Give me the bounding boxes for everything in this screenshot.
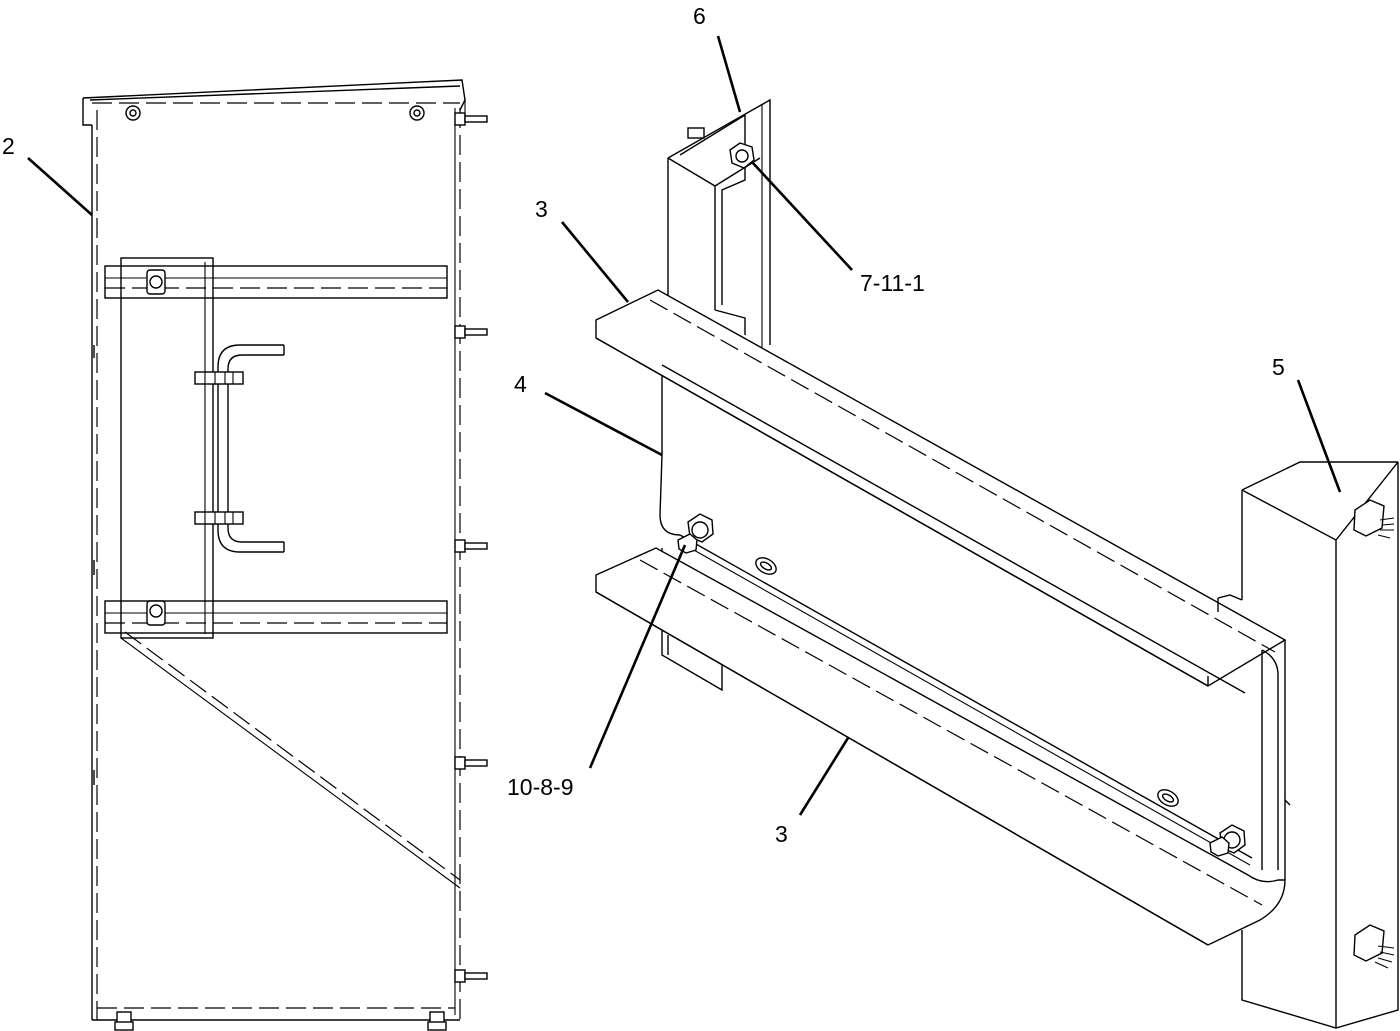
- cabinet-side-view: [82, 79, 488, 1031]
- nut-icon: [146, 269, 166, 295]
- callout-10-8-9: 10-8-9: [507, 774, 573, 800]
- nut-icon: [146, 600, 166, 626]
- nut-icon: [114, 1011, 134, 1031]
- callout-5: 5: [1272, 354, 1285, 380]
- stud-icon: [454, 969, 488, 983]
- slot-hole: [755, 557, 777, 575]
- leader-line-6: [716, 35, 742, 113]
- nut-icon: [125, 105, 141, 121]
- nut-icon: [1353, 499, 1395, 539]
- bolt-icon: [1209, 824, 1246, 857]
- callout-7-11-1: 7-11-1: [860, 270, 925, 296]
- callout-6: 6: [693, 3, 706, 29]
- stud-icon: [454, 756, 488, 770]
- leader-line-2: [27, 157, 93, 216]
- bolt-icon: [194, 511, 244, 525]
- bolt-icon: [194, 371, 244, 385]
- nut-icon: [729, 142, 755, 169]
- stud-icon: [687, 127, 705, 139]
- leader-line-10-8-9: [588, 544, 687, 769]
- bolt-icon: [677, 513, 714, 554]
- callout-3-top: 3: [535, 196, 548, 222]
- leader-line-7-11-1: [751, 161, 853, 271]
- stud-icon: [454, 325, 488, 339]
- nut-icon: [427, 1011, 447, 1031]
- callout-2: 2: [2, 133, 15, 159]
- nut-icon: [1353, 924, 1395, 969]
- leader-line-4: [544, 391, 663, 457]
- leader-line-3-top: [560, 221, 630, 303]
- stud-icon: [454, 112, 488, 126]
- stud-icon: [454, 539, 488, 553]
- leader-line-3-bottom: [798, 737, 850, 816]
- nut-icon: [409, 105, 425, 121]
- callout-3-bottom: 3: [775, 821, 788, 847]
- bracket-assembly-view: [595, 98, 1399, 1029]
- leader-line-5: [1296, 379, 1342, 493]
- callout-4: 4: [514, 371, 527, 397]
- slot-hole: [1157, 789, 1179, 807]
